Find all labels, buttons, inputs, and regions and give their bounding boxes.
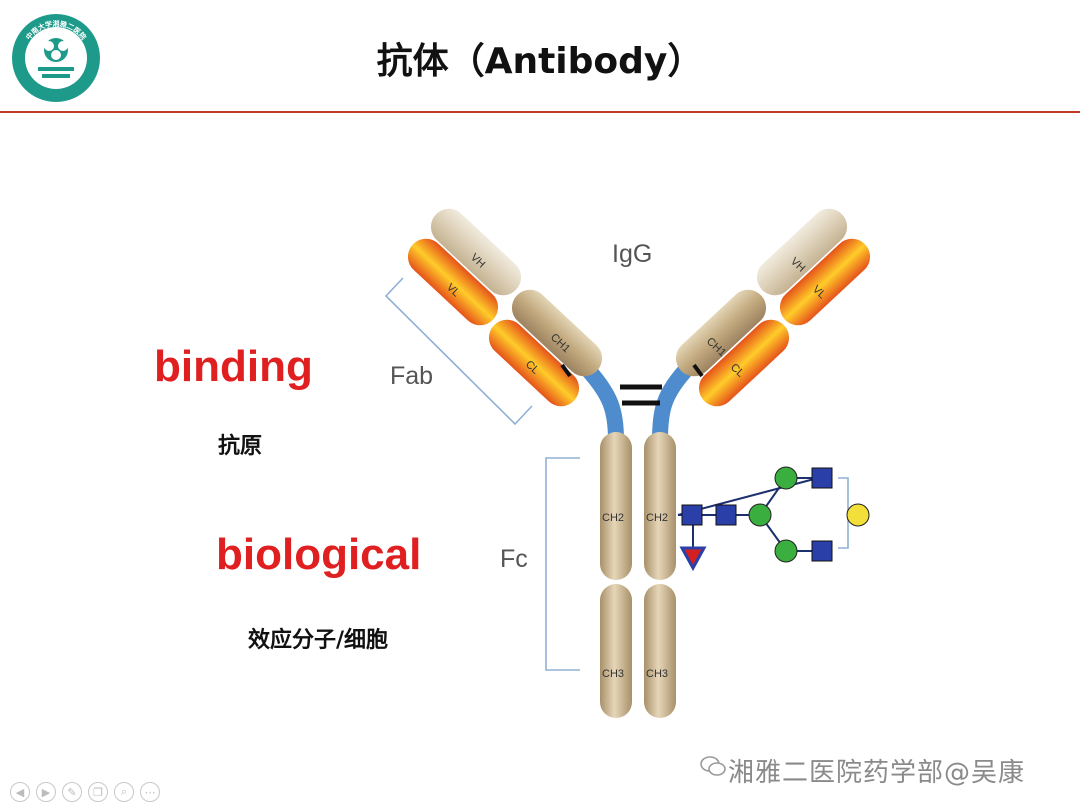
pen-icon[interactable]: ✎ bbox=[62, 782, 82, 802]
ch3-label-left: CH3 bbox=[602, 668, 624, 680]
fc-bracket bbox=[545, 457, 580, 671]
ch2-label-left: CH2 bbox=[602, 512, 624, 524]
left-ch1-domain bbox=[511, 289, 603, 377]
fc-label: Fc bbox=[500, 545, 528, 573]
fab-label: Fab bbox=[390, 362, 433, 390]
binding-label: binding bbox=[154, 342, 313, 391]
left-ch3-domain bbox=[600, 584, 632, 718]
prev-icon[interactable]: ◀ bbox=[10, 782, 30, 802]
fab-bracket bbox=[384, 277, 533, 426]
left-vl-domain bbox=[407, 238, 499, 326]
more-icon[interactable]: ⋯ bbox=[140, 782, 160, 802]
next-icon[interactable]: ▶ bbox=[36, 782, 56, 802]
biological-label: biological bbox=[216, 530, 422, 579]
hospital-logo: 中南大学湘雅二医院 bbox=[12, 14, 100, 102]
right-ch2-domain bbox=[644, 432, 676, 580]
right-ch1-domain bbox=[675, 289, 767, 377]
right-vh-domain bbox=[756, 208, 848, 296]
right-vl-domain bbox=[779, 238, 871, 326]
left-cl-domain bbox=[488, 319, 580, 407]
zoom-icon[interactable]: ⌕ bbox=[114, 782, 134, 802]
watermark: 湘雅二医院药学部@吴康 bbox=[728, 758, 1026, 788]
header-divider bbox=[0, 111, 1080, 113]
slide-nav-toolbar: ◀ ▶ ✎ ❐ ⌕ ⋯ bbox=[10, 782, 160, 802]
antigen-label: 抗原 bbox=[218, 434, 263, 459]
wechat-icon bbox=[700, 756, 726, 776]
ch2-label-right: CH2 bbox=[646, 512, 668, 524]
copy-icon[interactable]: ❐ bbox=[88, 782, 108, 802]
right-cl-domain bbox=[698, 319, 790, 407]
glycan-structure bbox=[677, 466, 870, 572]
slide-title: 抗体（Antibody） bbox=[376, 41, 704, 82]
left-ch2-domain bbox=[600, 432, 632, 580]
ch3-label-right: CH3 bbox=[646, 668, 668, 680]
effector-label: 效应分子/细胞 bbox=[248, 628, 389, 653]
igg-label: IgG bbox=[612, 240, 652, 268]
right-ch3-domain bbox=[644, 584, 676, 718]
left-vh-domain bbox=[430, 208, 522, 296]
